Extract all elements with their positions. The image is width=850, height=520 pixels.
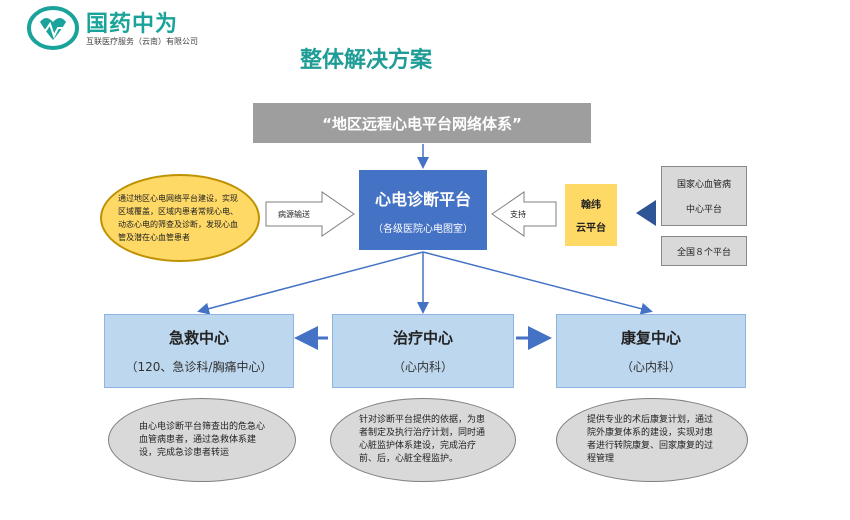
rehab-center-box: 康复中心 （心内科） [556,314,746,388]
national-cardio-center-box: 国家心血管病 中心平台 [661,166,747,226]
arrow-label-support: 支持 [510,210,526,219]
regional-network-desc: 通过地区心电网络平台建设，实现区域覆盖，区域内患者常规心电、动态心电的筛查及诊断… [100,174,260,262]
logo-subtitle: 互联医疗服务（云南）有限公司 [86,37,198,46]
hanwei-line1: 翰纬 [581,200,601,211]
emergency-center-subtitle: （120、急诊科/胸痛中心） [125,360,273,374]
treatment-center-subtitle: （心内科） [392,360,453,374]
hanwei-cloud-platform-box: 翰纬 云平台 [565,184,617,246]
emergency-center-box: 急救中心 （120、急诊科/胸痛中心） [104,314,294,388]
treatment-center-desc: 针对诊断平台提供的依据，为患者制定及执行治疗计划，同时通心脏监护体系建设，完成治… [330,398,516,482]
national-8-platforms-box: 全国８个平台 [661,236,747,266]
rehab-center-desc-text: 提供专业的术后康复计划，通过院外康复体系的建设，实现对患者进行转院康复、回家康复… [587,415,714,464]
arrow-label-patient-source: 病源输送 [278,210,310,219]
treatment-center-title: 治疗中心 [392,329,453,347]
treatment-center-box: 治疗中心 （心内科） [332,314,514,388]
national-line1: 国家心血管病 [676,180,731,190]
hanwei-line2: 云平台 [576,223,606,234]
treatment-center-desc-text: 针对诊断平台提供的依据，为患者制定及执行治疗计划，同时通心脏监护体系建设，完成治… [359,415,486,464]
regional-network-desc-text: 通过地区心电网络平台建设，实现区域覆盖，区域内患者常规心电、动态心电的筛查及诊断… [118,194,238,242]
platform-title: 心电诊断平台 [374,189,471,209]
page-title: 整体解决方案 [300,48,433,73]
rehab-center-desc: 提供专业的术后康复计划，通过院外康复体系的建设，实现对患者进行转院康复、回家康复… [556,398,748,482]
ecg-diagnosis-platform-box: 心电诊断平台 （各级医院心电图室） [359,170,487,250]
network-system-box: “地区远程心电平台网络体系” [253,103,591,143]
platform-subtitle: （各级医院心电图室） [373,223,473,235]
rehab-center-subtitle: （心内科） [620,360,681,374]
logo-mark-icon [26,6,80,50]
logo-title: 国药中为 [86,12,179,37]
national-line2: 中心平台 [685,205,722,215]
emergency-center-title: 急救中心 [168,329,229,347]
emergency-center-desc-text: 由心电诊断平台筛查出的危急心血管病患者，通过急救体系建设，完成急诊患者转运 [139,421,266,458]
emergency-center-desc: 由心电诊断平台筛查出的危急心血管病患者，通过急救体系建设，完成急诊患者转运 [108,398,296,482]
rehab-center-title: 康复中心 [620,329,681,347]
